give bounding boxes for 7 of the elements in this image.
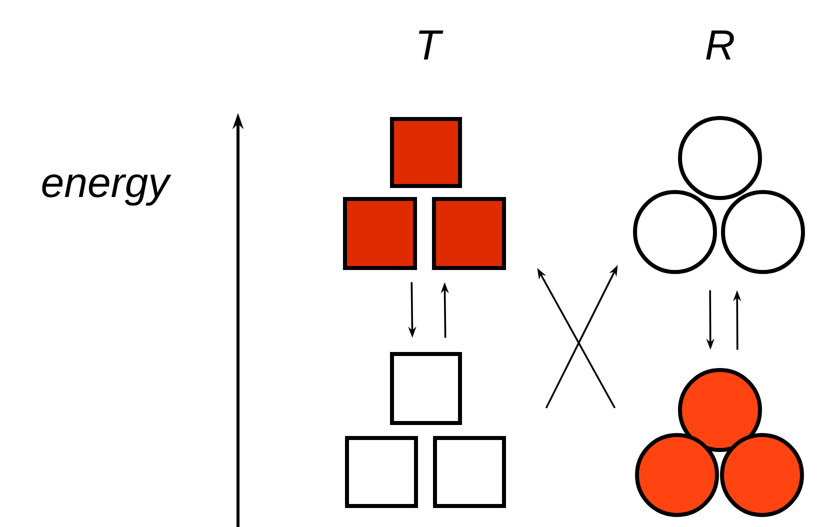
circle-stack-drawing (633, 116, 805, 274)
circle-stack-drawing (635, 368, 804, 517)
square-stack-drawing (343, 117, 506, 270)
column-heading: R (706, 30, 734, 60)
column-heading: T (418, 30, 444, 60)
axis-label: energy (42, 174, 172, 206)
square-stack-drawing (345, 352, 506, 508)
